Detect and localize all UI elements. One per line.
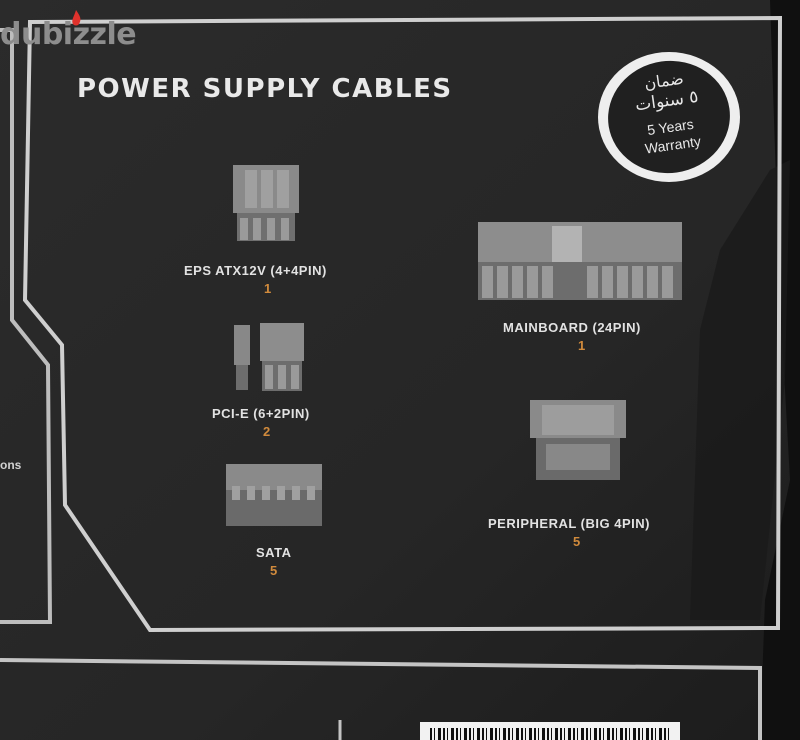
side-text-fragment: ons [0, 458, 22, 472]
sata-connector-icon [226, 464, 322, 526]
brand-logo: dubizzle [0, 10, 137, 54]
cable-count-peripheral: 5 [573, 534, 581, 549]
barcode-lines [430, 728, 670, 740]
cable-count-mainboard: 1 [578, 338, 586, 353]
warranty-badge: ضمان ٥ سنوات 5 Years Warranty [598, 52, 740, 182]
cable-count-pcie: 2 [263, 424, 271, 439]
barcode-sticker [420, 722, 680, 740]
page-title: POWER SUPPLY CABLES [77, 74, 453, 104]
molex-4pin-connector-icon [530, 400, 626, 480]
cable-count-sata: 5 [270, 563, 278, 578]
cable-label-sata: SATA [256, 545, 292, 560]
flame-icon [72, 10, 81, 26]
cable-label-eps: EPS ATX12V (4+4PIN) [184, 263, 327, 278]
atx-24pin-connector-icon [478, 222, 682, 300]
pcie-6plus2-connector-icon [234, 323, 304, 391]
cable-label-mainboard: MAINBOARD (24PIN) [503, 320, 641, 335]
cable-label-peripheral: PERIPHERAL (BIG 4PIN) [488, 516, 650, 531]
brand-wordmark: dubizzle [0, 16, 137, 52]
panel-outline [22, 15, 783, 633]
eps-8pin-connector-icon [233, 165, 299, 241]
cable-count-eps: 1 [264, 281, 272, 296]
cable-label-pcie: PCI-E (6+2PIN) [212, 406, 310, 421]
